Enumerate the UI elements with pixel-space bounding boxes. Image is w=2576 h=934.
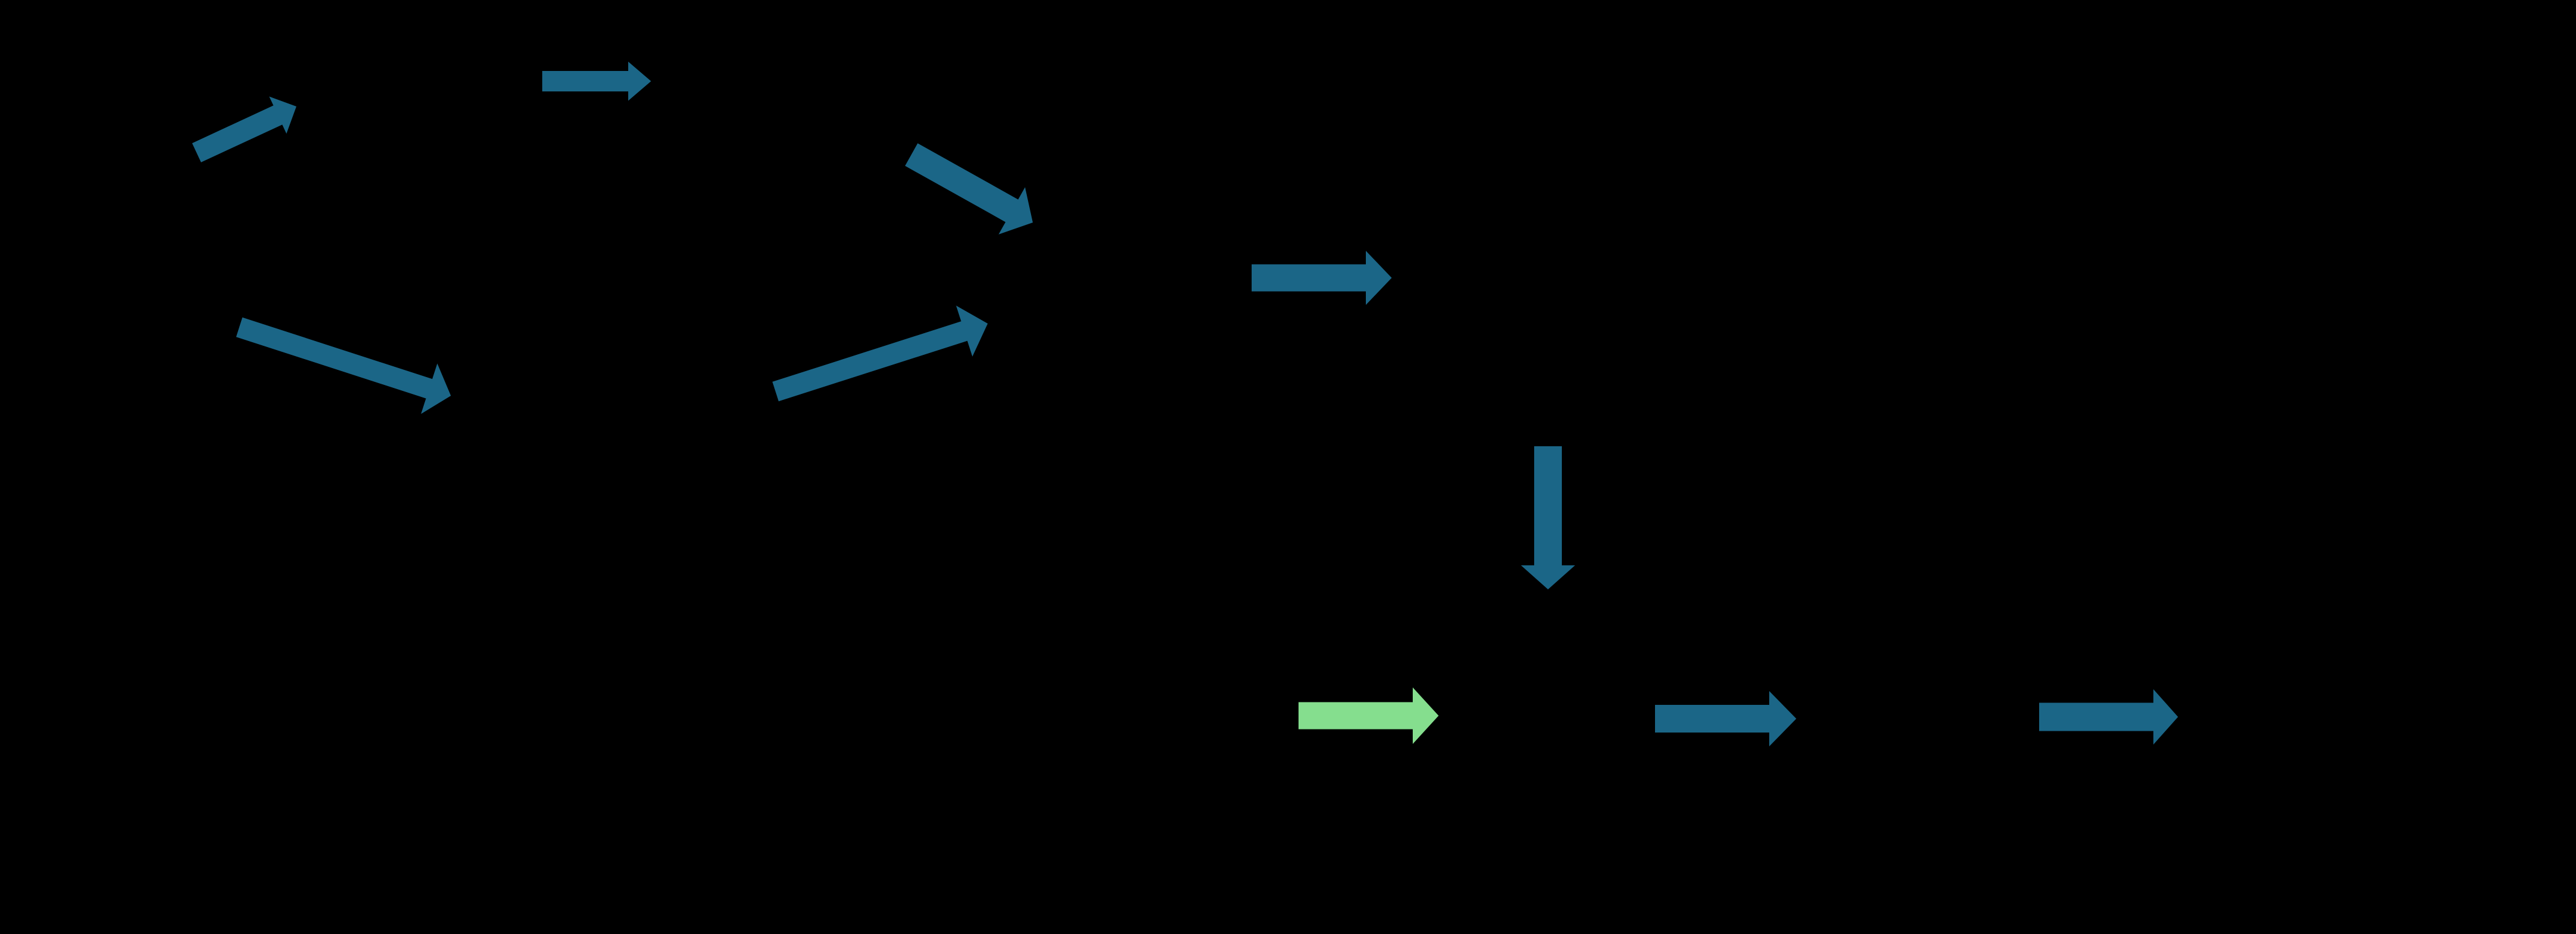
arrow-right-green-icon-8	[1299, 687, 1439, 744]
arrow-down-right-icon-3	[905, 143, 1033, 235]
arrow-down-icon-7	[1521, 446, 1575, 589]
arrow-up-right-icon-1	[192, 96, 296, 162]
arrow-right-icon-9	[1655, 691, 1796, 746]
arrow-right-icon-6	[1252, 251, 1392, 305]
arrow-up-right-icon-5	[772, 306, 988, 402]
arrow-right-icon-10	[2039, 689, 2178, 745]
arrow-down-right-icon-4	[236, 317, 451, 414]
arrow-right-icon-2	[542, 61, 651, 101]
